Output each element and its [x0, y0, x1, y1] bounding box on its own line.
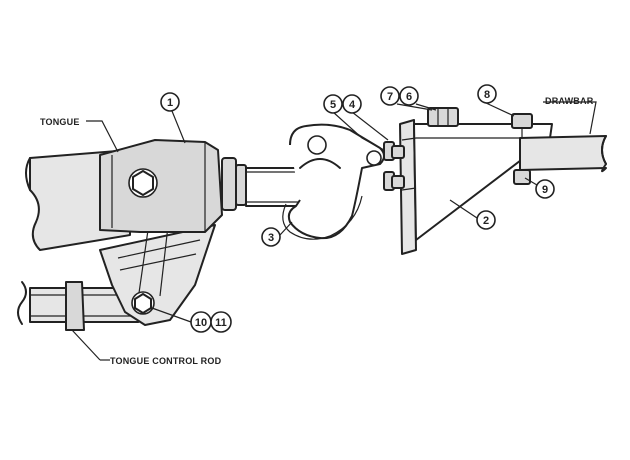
- top-bolt-part-6-7: [427, 107, 459, 127]
- callout-2-text: 2: [483, 215, 489, 227]
- callout-2: 2: [476, 210, 496, 230]
- callout-10-text: 10: [195, 317, 207, 329]
- pintle-hook-part-3: [245, 123, 385, 240]
- callout-11-text: 11: [215, 317, 227, 329]
- drawbar: [519, 135, 607, 173]
- callout-7-text: 7: [387, 91, 393, 103]
- callout-5-text: 5: [330, 99, 336, 111]
- callout-9: 9: [535, 179, 555, 199]
- label-tongue: TONGUE: [40, 117, 80, 127]
- neck-collar: [221, 157, 247, 211]
- callout-6: 6: [399, 86, 419, 106]
- callout-11: 11: [210, 311, 232, 333]
- callout-4: 4: [342, 94, 362, 114]
- callout-10: 10: [190, 311, 212, 333]
- leader-lines: [71, 101, 597, 361]
- callout-1: 1: [160, 92, 180, 112]
- callout-9-text: 9: [542, 184, 548, 196]
- label-drawbar: DRAWBAR: [545, 96, 594, 106]
- callout-1-text: 1: [167, 97, 173, 109]
- tongue-control-bracket: [99, 224, 216, 326]
- callout-3-text: 3: [268, 232, 274, 244]
- callout-7: 7: [380, 86, 400, 106]
- label-tongue-control-rod: TONGUE CONTROL ROD: [110, 356, 222, 366]
- callout-4-text: 4: [349, 99, 356, 111]
- callout-6-text: 6: [406, 91, 412, 103]
- tongue-clevis-part-1: [99, 139, 223, 233]
- callout-5: 5: [323, 94, 343, 114]
- callout-3: 3: [261, 227, 281, 247]
- callout-8-text: 8: [484, 89, 490, 101]
- callout-8: 8: [477, 84, 497, 104]
